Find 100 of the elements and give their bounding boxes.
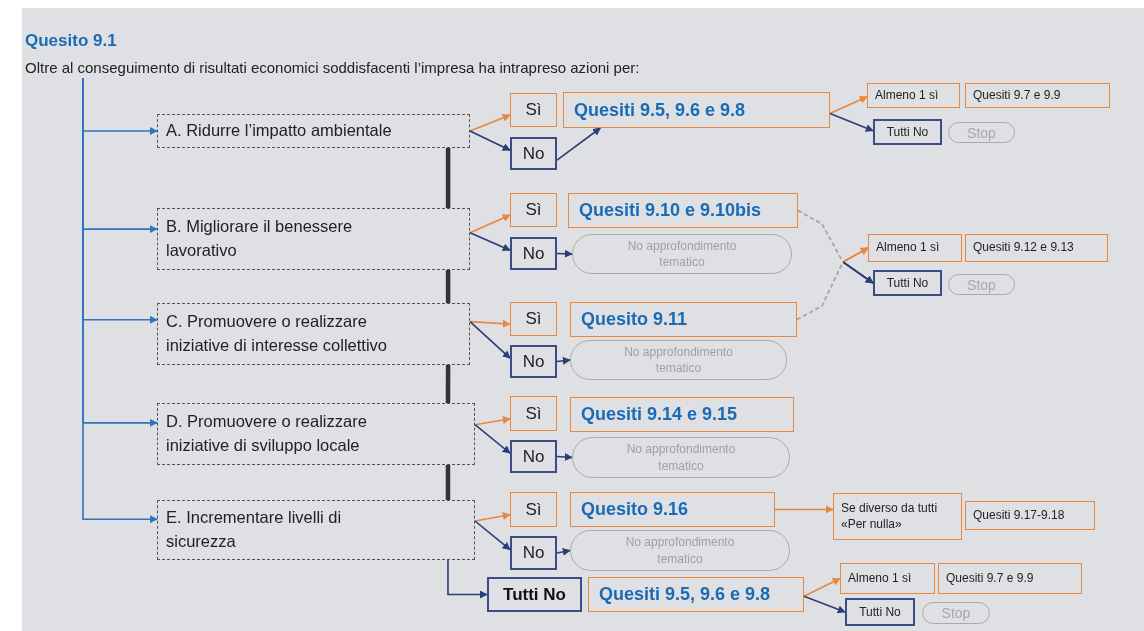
title: Quesito 9.1 — [25, 31, 117, 51]
arrow — [556, 127, 602, 161]
condition-text: Se diverso da tutti «Per nulla» — [841, 500, 939, 533]
connector-line — [445, 365, 451, 403]
outcome-text: No approfondimento tematico — [626, 237, 738, 271]
outcome-text: No approfondimento tematico — [625, 441, 737, 474]
outcome-text: No approfondimento tematico — [623, 343, 734, 377]
arrow — [447, 559, 488, 599]
condition-box — [845, 598, 915, 626]
question-text: C. Promuovere o realizzare iniziative di interesse collettivo — [166, 311, 389, 356]
condition-box — [965, 234, 1108, 262]
connector-line — [445, 270, 451, 303]
condition-text: Tutti No — [886, 276, 929, 290]
arrow — [474, 520, 511, 551]
connector-line — [445, 148, 451, 208]
arrow — [556, 249, 573, 258]
answer-box — [510, 440, 557, 473]
reference-text: Quesiti 9.10 e 9.10bis — [579, 200, 762, 221]
answer-label: No — [522, 243, 545, 264]
condition-box — [840, 563, 935, 594]
arrow — [474, 423, 511, 454]
condition-text: Tutti No — [886, 125, 929, 139]
condition-box — [965, 501, 1095, 530]
condition-box — [833, 493, 962, 540]
arrow — [474, 512, 511, 522]
answer-box — [510, 536, 557, 570]
condition-box — [965, 83, 1110, 108]
connector-line — [445, 465, 451, 500]
condition-text: Quesiti 9.17-9.18 — [973, 507, 1065, 524]
condition-text: Quesiti 9.7 e 9.9 — [946, 570, 1034, 587]
reference-box — [570, 302, 797, 337]
condition-text: Almeno 1 sì — [875, 87, 939, 104]
stop-text: Stop — [967, 276, 996, 293]
question-text: D. Promuovere o realizzare iniziative di sviluppo locale — [166, 411, 368, 456]
question-box — [157, 303, 470, 365]
question-text: A. Ridurre l’impatto ambientale — [166, 120, 392, 142]
arrow — [803, 595, 846, 614]
condition-text: Tutti No — [859, 605, 901, 619]
answer-label: Sì — [525, 309, 542, 329]
reference-box — [570, 397, 794, 432]
question-box — [157, 208, 470, 270]
answer-label: Sì — [525, 499, 542, 520]
reference-text: Quesito 9.16 — [581, 499, 689, 520]
arrow — [556, 453, 573, 461]
condition-box — [873, 270, 942, 296]
answer-label: No — [522, 543, 545, 563]
condition-text: Almeno 1 sì — [848, 570, 912, 587]
question-box — [157, 114, 470, 148]
condition-text: Quesiti 9.7 e 9.9 — [973, 87, 1061, 104]
condition-box — [867, 83, 960, 108]
reference-text: Quesiti 9.14 e 9.15 — [581, 404, 738, 425]
answer-box — [510, 345, 557, 378]
arrow — [82, 77, 158, 524]
condition-box — [868, 234, 962, 262]
condition-box — [938, 563, 1082, 594]
condition-text: Almeno 1 sì — [876, 240, 940, 256]
reference-text: Quesiti 9.5, 9.6 e 9.8 — [599, 584, 771, 605]
arrow — [829, 112, 874, 132]
reference-text: Quesiti 9.5, 9.6 e 9.8 — [574, 99, 746, 121]
answer-box — [510, 396, 557, 431]
arrow — [796, 260, 874, 321]
question-box — [157, 403, 475, 465]
arrow — [469, 319, 511, 328]
stop-text: Stop — [967, 124, 996, 141]
arrow — [803, 577, 841, 598]
condition-text: Quesiti 9.12 e 9.13 — [973, 240, 1074, 256]
stop-text: Stop — [941, 605, 971, 621]
question-text: E. Incrementare livelli di sicurezza — [166, 507, 343, 552]
arrow — [774, 505, 834, 514]
arrow — [469, 114, 511, 132]
reference-text: Quesito 9.11 — [581, 309, 688, 330]
arrow — [469, 214, 511, 234]
reference-box — [568, 193, 798, 228]
answer-label: Sì — [525, 100, 542, 120]
answer-label: Sì — [525, 200, 542, 220]
answer-label: No — [522, 143, 545, 164]
answer-box — [510, 492, 557, 527]
reference-box — [563, 92, 830, 128]
arrow — [474, 416, 511, 426]
intro-text: Oltre al conseguimento di risultati economici soddisfacenti l’impresa ha intrapreso azioni per: — [25, 56, 825, 78]
answer-label: Tutti No — [503, 584, 566, 605]
outcome-text: No approfondimento tematico — [624, 534, 736, 567]
reference-box — [588, 577, 804, 612]
answer-label: Sì — [525, 403, 542, 424]
arrow — [469, 232, 511, 251]
answer-box — [510, 302, 557, 336]
answer-box — [510, 237, 557, 270]
arrow — [829, 95, 868, 115]
reference-box — [570, 492, 775, 527]
arrow — [469, 130, 511, 151]
arrow — [469, 320, 511, 359]
question-box — [157, 500, 475, 560]
answer-box — [510, 137, 557, 170]
answer-label: No — [522, 351, 545, 372]
answer-box — [510, 93, 557, 127]
answer-box — [487, 577, 582, 612]
condition-box — [873, 119, 942, 145]
arrow — [556, 547, 571, 556]
answer-box — [510, 193, 557, 227]
answer-label: No — [522, 446, 545, 467]
